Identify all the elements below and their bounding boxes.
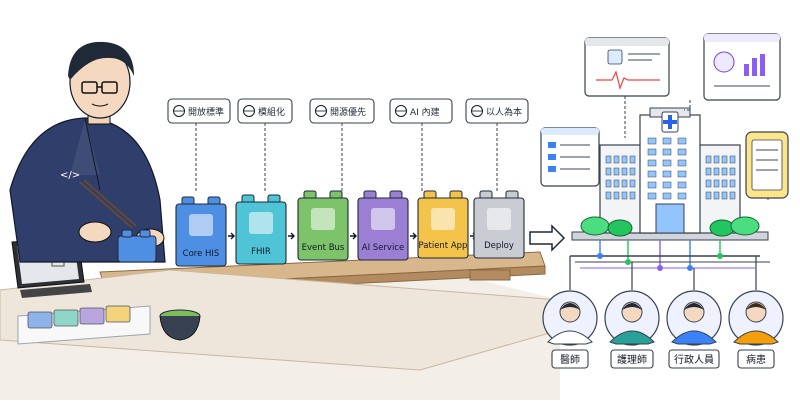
role-label: 行政人員 bbox=[674, 353, 714, 366]
globe-icon bbox=[173, 105, 185, 117]
principle-2: 開源優先 bbox=[309, 98, 375, 192]
network-icon bbox=[311, 208, 335, 230]
flow-arrow-small bbox=[410, 232, 417, 240]
doctor-avatar bbox=[542, 290, 598, 346]
ehr-screen-card bbox=[584, 37, 670, 138]
patient-photo-icon bbox=[607, 49, 623, 65]
principle-label: 模組化 bbox=[258, 106, 285, 118]
developer-figure: </> bbox=[9, 41, 166, 263]
role-3: 病患 bbox=[728, 290, 784, 369]
flow-arrow bbox=[529, 224, 566, 252]
brain-icon bbox=[371, 208, 395, 230]
principle-3: AI 內建 bbox=[389, 98, 453, 192]
principle-1: 模組化 bbox=[237, 98, 293, 192]
phone-heart-icon bbox=[431, 208, 455, 230]
module-block-3: AI Service bbox=[357, 190, 417, 261]
principle-labels: 開放標準 模組化 開源優先 AI 內建 以人為本 bbox=[167, 98, 529, 192]
role-label-box bbox=[668, 349, 720, 369]
hospital-entrance bbox=[655, 203, 685, 234]
flow-arrow-small bbox=[288, 232, 295, 240]
principle-label: AI 內建 bbox=[410, 106, 440, 118]
module-label: Deploy bbox=[484, 241, 514, 251]
ecg-icon bbox=[596, 70, 660, 90]
block-tray bbox=[17, 305, 151, 345]
modules-icon bbox=[243, 105, 255, 117]
module-label: Patient App bbox=[419, 241, 468, 251]
principle-label: 開放標準 bbox=[188, 106, 224, 118]
module-block-4: Patient App bbox=[417, 190, 477, 259]
nurse-avatar bbox=[604, 290, 660, 346]
hospital-icon bbox=[189, 214, 213, 236]
module-blocks: Core HIS FHIR Event Bus AI Service Patient A… bbox=[175, 190, 525, 267]
role-label-box bbox=[737, 349, 775, 369]
module-label: FHIR bbox=[251, 247, 271, 257]
brain-icon bbox=[713, 51, 735, 73]
module-block-1: FHIR bbox=[235, 194, 295, 265]
principle-0: 開放標準 bbox=[167, 98, 231, 192]
records-list-card bbox=[540, 127, 600, 187]
role-1: 護理師 bbox=[604, 290, 660, 369]
people-icon bbox=[471, 105, 483, 117]
patient-avatar bbox=[728, 290, 784, 346]
hospital-building bbox=[571, 107, 769, 241]
role-label: 病患 bbox=[746, 353, 766, 366]
module-label: Core HIS bbox=[183, 249, 220, 259]
principle-label: 開源優先 bbox=[330, 106, 366, 118]
chopsticks bbox=[79, 181, 133, 229]
mobile-phone-card bbox=[745, 131, 789, 200]
leaf-icon bbox=[315, 105, 327, 117]
module-block-0: Core HIS bbox=[175, 196, 235, 267]
tea-bowl bbox=[159, 309, 201, 341]
flame-icon bbox=[249, 212, 273, 234]
user-roles: 醫師 護理師 行政人員 病患 bbox=[542, 290, 784, 369]
module-block-5: Deploy bbox=[473, 190, 525, 259]
brain-icon bbox=[395, 105, 407, 117]
flow-arrow-small bbox=[228, 232, 235, 240]
role-label-box bbox=[551, 349, 589, 369]
principle-label: 以人為本 bbox=[486, 106, 522, 118]
cloud-upload-icon bbox=[487, 208, 511, 230]
module-label: Event Bus bbox=[302, 243, 345, 253]
flow-arrow-small bbox=[350, 232, 357, 240]
principle-4: 以人為本 bbox=[465, 98, 529, 192]
role-label-box bbox=[610, 349, 654, 369]
code-glyph-emblem: </> bbox=[60, 170, 80, 181]
ai-dashboard-card bbox=[684, 33, 781, 111]
role-2: 行政人員 bbox=[666, 290, 722, 369]
role-0: 醫師 bbox=[542, 290, 598, 369]
role-label: 護理師 bbox=[617, 353, 647, 366]
module-block-2: Event Bus bbox=[297, 190, 357, 261]
module-label: AI Service bbox=[362, 243, 404, 253]
connection-network bbox=[569, 240, 770, 290]
admin-avatar bbox=[666, 290, 722, 346]
held-block bbox=[117, 235, 157, 263]
role-label: 醫師 bbox=[560, 353, 580, 366]
